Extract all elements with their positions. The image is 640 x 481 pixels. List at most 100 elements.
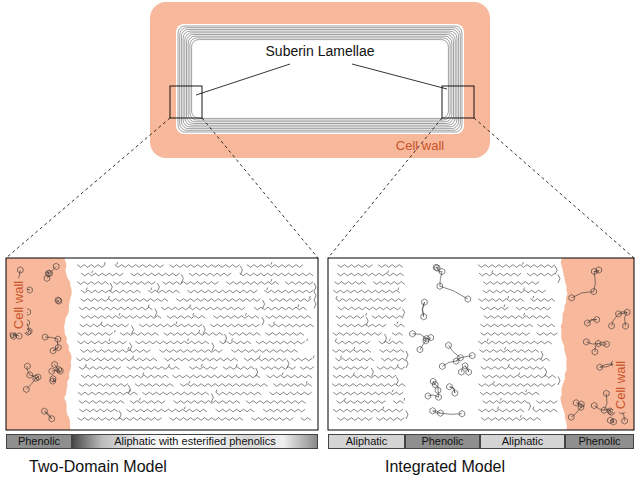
chain-link	[558, 377, 560, 386]
phenolic-link	[587, 320, 596, 323]
zoom-lines	[6, 118, 634, 258]
ester-mark	[523, 288, 524, 291]
aromatic-ring	[447, 384, 453, 390]
molecular-structures	[10, 262, 630, 425]
aliphatic-chain	[285, 282, 313, 285]
aliphatic-chain	[337, 418, 372, 421]
chain-link	[529, 402, 531, 411]
aliphatic-chain	[162, 282, 218, 285]
ester-mark	[313, 356, 314, 359]
aliphatic-chain	[516, 307, 551, 310]
ester-mark	[176, 322, 177, 325]
aliphatic-chain	[482, 375, 556, 378]
ester-mark	[309, 296, 310, 299]
aliphatic-chain	[187, 290, 257, 293]
aliphatic-chain	[481, 418, 541, 421]
aliphatic-chain	[337, 273, 404, 276]
aliphatic-chain	[173, 401, 240, 404]
aliphatic-chain	[333, 409, 403, 412]
inset-panels	[6, 258, 634, 430]
aromatic-ring	[611, 419, 617, 425]
aliphatic-chain	[176, 299, 260, 302]
phenolic-link	[50, 266, 57, 273]
aliphatic-chain	[270, 392, 312, 395]
aliphatic-chain	[291, 358, 312, 361]
phenolic-link	[449, 387, 454, 393]
ester-mark	[354, 347, 355, 350]
aliphatic-chain	[216, 392, 262, 395]
phenolic-link	[460, 356, 472, 358]
aliphatic-chain	[483, 282, 539, 285]
aromatic-ring	[609, 323, 615, 329]
band-label: Aliphatic	[502, 436, 544, 447]
ester-mark	[201, 364, 202, 367]
chain-link	[558, 275, 560, 284]
ester-mark	[340, 356, 341, 359]
phenolic-link	[442, 361, 456, 366]
aliphatic-chain	[484, 316, 551, 319]
aliphatic-chain	[77, 282, 109, 285]
aromatic-ring	[608, 417, 614, 423]
phenolic-link	[436, 267, 438, 269]
aliphatic-chain	[213, 316, 259, 319]
phenolic-link	[27, 366, 30, 375]
zoom-line	[6, 118, 170, 258]
ester-mark	[199, 330, 200, 333]
phenolic-link	[580, 404, 581, 407]
phenolic-link	[595, 344, 598, 352]
zoom-line	[202, 118, 318, 258]
aliphatic-chain	[223, 367, 255, 370]
aromatic-ring	[11, 333, 17, 339]
cell-wall-band	[150, 2, 490, 158]
cell-wall-region	[560, 258, 634, 430]
aliphatic-chain	[333, 375, 396, 378]
ester-mark	[236, 364, 237, 367]
ester-mark	[493, 381, 494, 384]
ester-mark	[282, 373, 283, 376]
ester-mark	[398, 288, 399, 291]
ester-mark	[86, 288, 87, 291]
aliphatic-chain	[379, 341, 404, 344]
aliphatic-chain	[537, 333, 558, 336]
chain-link	[406, 360, 408, 369]
aromatic-ring	[591, 268, 597, 274]
aliphatic-chain	[164, 358, 238, 361]
chain-link	[132, 326, 134, 335]
chain-link	[314, 283, 316, 292]
aliphatic-chain	[338, 307, 401, 310]
aromatic-ring	[35, 374, 41, 380]
band-label: Phenolic	[421, 436, 463, 447]
zoom-line	[474, 118, 634, 258]
aliphatic-chain	[81, 316, 162, 319]
aliphatic-chain	[478, 341, 552, 344]
ester-mark	[336, 296, 337, 299]
aliphatic-chain	[481, 333, 530, 336]
aromatic-ring	[55, 336, 61, 342]
aliphatic-chain	[77, 265, 105, 268]
aliphatic-chain	[376, 418, 404, 421]
phenolic-band: Phenolic	[565, 434, 634, 449]
phenolic-link	[423, 302, 425, 316]
aliphatic-chain	[170, 418, 244, 421]
ester-mark	[190, 305, 191, 308]
phenolic-link	[571, 407, 581, 417]
aliphatic-chain	[273, 384, 312, 387]
inset-frame	[328, 258, 634, 430]
aliphatic-chain	[247, 265, 303, 268]
phenolic-link	[412, 334, 426, 339]
ester-mark	[109, 339, 110, 342]
ester-mark	[335, 339, 336, 342]
phenolic-link	[465, 366, 469, 372]
model-caption: Integrated Model	[385, 458, 505, 476]
aliphatic-chain	[263, 409, 305, 412]
phenolic-band: Phenolic	[405, 434, 480, 449]
phenolic-link	[58, 300, 59, 301]
aliphatic-chain	[268, 324, 314, 327]
phenolic-link	[55, 365, 59, 370]
aliphatic-chain	[332, 384, 406, 387]
ester-mark	[133, 356, 134, 359]
lamella-line	[188, 36, 452, 122]
lamella-line	[180, 28, 461, 131]
aliphatic-chain	[536, 401, 557, 404]
